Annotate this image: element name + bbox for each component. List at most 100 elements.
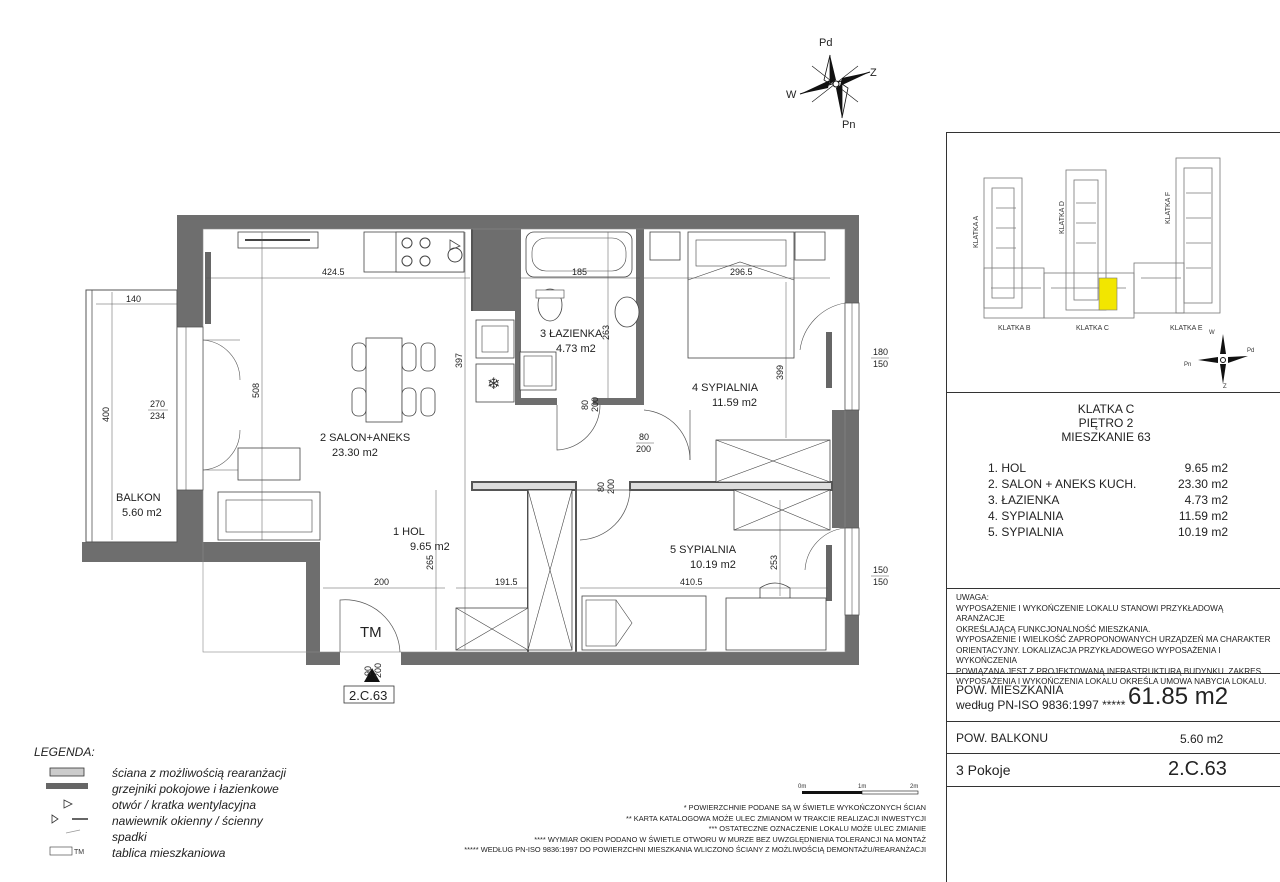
dim-bed5-width: 410.5 (680, 577, 703, 587)
compass-e-label: Z (870, 67, 877, 79)
footnote: **** WYMIAR OKIEN PODANO W ŚWIETLE OTWOR… (534, 834, 926, 844)
dim-window-234: 234 (150, 411, 165, 421)
site-label-d: KLATKA D (1059, 201, 1066, 234)
compass-s-label: Pn (842, 119, 855, 131)
mini-compass-icon (1198, 334, 1248, 384)
door-dim-200c: 200 (606, 479, 616, 494)
room-area: 10.19 m2 (1177, 525, 1228, 539)
room-name: 1. HOL (988, 461, 1027, 475)
door-dim-80c: 80 (596, 482, 606, 492)
notes-line: OKREŚLAJĄCĄ FUNKCJONALNOŚĆ MIESZKANIA. (956, 624, 1151, 634)
footnote: * POWIERZCHNIE PODANE SĄ W ŚWIETLE WYKOŃ… (683, 803, 926, 812)
area-label-line-1: POW. MIESZKANIA (956, 683, 1064, 697)
room-area-salon: 23.30 m2 (332, 447, 378, 459)
door-dim-200a: 200 (590, 397, 600, 412)
door-dim-200b: 200 (636, 444, 651, 454)
legend-item: grzejniki pokojowe i łazienkowe (112, 782, 279, 796)
footnote: *** OSTATECZNE OZNACZENIE LOKALU MOŻE UL… (708, 824, 926, 833)
footnote: ** KARTA KATALOGOWA MOŻE ULEC ZMIANOM W … (625, 813, 926, 823)
dim-kitchen-depth: 397 (454, 353, 464, 368)
room-area-lazienka: 4.73 m2 (556, 343, 596, 355)
room-name: 3. ŁAZIENKA (988, 493, 1060, 507)
notes-block: UWAGA: WYPOSAŻENIE I WYKOŃCZENIE LOKALU … (956, 593, 1272, 688)
site-label-b: KLATKA B (998, 325, 1031, 332)
site-plan-map: KLATKA A KLATKA B KLATKA C KLATKA D KLAT… (973, 157, 1254, 388)
notes-line: WYPOSAŻENIE I WYKOŃCZENIE LOKALU STANOWI… (956, 603, 1224, 624)
legend-slope-icon (65, 829, 81, 834)
notes-title: UWAGA: (956, 593, 989, 602)
room-label-sypialnia-4: 4 SYPIALNIA (692, 382, 759, 394)
room-label-sypialnia-5: 5 SYPIALNIA (670, 544, 737, 556)
door-dim-80a: 80 (580, 400, 590, 410)
legend-item: nawiewnik okienny / ścienny (112, 814, 263, 828)
mini-compass-z: Z (1223, 384, 1227, 388)
door-dim-200d: 200 (373, 663, 383, 678)
unit-summary: KLATKA C PIĘTRO 2 MIESZKANIE 63 (946, 402, 1266, 444)
footnotes: * POWIERZCHNIE PODANE SĄ W ŚWIETLE WYKOŃ… (420, 803, 926, 856)
site-label-a: KLATKA A (973, 216, 980, 248)
footnote: ***** WEDŁUG PN-ISO 9836:1997 DO POWIERZ… (464, 845, 926, 854)
balcony-area-value: 5.60 m2 (1180, 732, 1224, 746)
room-row: 2. SALON + ANEKS KUCH.23.30 m2 (988, 476, 1228, 492)
area-label-line-2: według PN-ISO 9836:1997 ***** (956, 698, 1126, 712)
site-label-e: KLATKA E (1170, 325, 1203, 332)
mini-compass-w: W (1209, 330, 1215, 336)
scale-label-2: 2m (910, 784, 918, 790)
compass-w-label: W (786, 89, 797, 101)
unit-tag: 2.C.63 (349, 688, 387, 703)
dim-bed4-length: 399 (775, 365, 785, 380)
room-label-balkon: BALKON (116, 492, 161, 504)
door-dim-90: 90 (363, 666, 373, 676)
site-label-c: KLATKA C (1076, 325, 1109, 332)
room-area-balkon: 5.60 m2 (122, 507, 162, 519)
tm-label: TM (360, 624, 382, 641)
floor-plan: Pd Z Pn W (82, 37, 889, 704)
room-name: 5. SYPIALNIA (988, 525, 1064, 539)
dim-window-150b: 150 (873, 565, 888, 575)
legend-title: LEGENDA: (34, 745, 95, 759)
balcony-area-label: POW. BALKONU (956, 731, 1049, 745)
room-area-hol: 9.65 m2 (410, 541, 450, 553)
scale-label-0: 0m (798, 784, 806, 790)
room-area: 11.59 m2 (1178, 509, 1228, 523)
room-name: 4. SYPIALNIA (988, 509, 1064, 523)
room-area: 23.30 m2 (1177, 477, 1228, 491)
room-label-hol: 1 HOL (393, 526, 425, 538)
dim-living-width: 424.5 (322, 267, 345, 277)
room-row: 4. SYPIALNIA 11.59 m2 (988, 508, 1228, 524)
sidebar-border (946, 132, 947, 882)
legend-item: tablica mieszkaniowa (112, 846, 226, 860)
compass-n-label: Pd (819, 37, 832, 49)
site-label-f: KLATKA F (1165, 192, 1172, 224)
room-area-sypialnia-5: 10.19 m2 (690, 559, 736, 571)
legend-vent-icon (63, 799, 73, 809)
dim-living-length: 508 (251, 383, 261, 398)
legend-air-inlet-icon (51, 814, 59, 824)
dim-window-150c: 150 (873, 577, 888, 587)
dim-bath-length: 263 (601, 325, 611, 340)
dim-hall-200: 200 (374, 577, 389, 587)
legend-tm-text: TM (74, 849, 84, 856)
room-label-lazienka: 3 ŁAZIENKA (540, 328, 603, 340)
legend-items: ściana z możliwością rearanżacji grzejni… (112, 765, 286, 861)
room-row: 5. SYPIALNIA 10.19 m2 (988, 524, 1228, 540)
door-dim-80b: 80 (639, 432, 649, 442)
dim-hall-1915: 191.5 (495, 577, 518, 587)
highlighted-unit (1098, 277, 1118, 311)
mini-compass-pn: Pn (1184, 362, 1191, 368)
legend-item: ściana z możliwością rearanżacji (112, 766, 287, 780)
total-area-value: 61.85 m2 (1128, 683, 1229, 710)
legend-symbols: TM (46, 767, 88, 856)
svg-text:❄: ❄ (487, 376, 500, 393)
legend-tm-icon (49, 846, 73, 856)
dim-balcony-length: 400 (101, 407, 111, 422)
legend-radiator-icon (46, 783, 88, 789)
notes-line: POWIĄZANA JEST Z PROJEKTOWANĄ INFRASTRUK… (956, 666, 1262, 676)
rooms-count: 3 Pokoje (956, 762, 1011, 778)
summary-title-line-3: MIESZKANIE 63 (1061, 430, 1151, 444)
dim-window-270: 270 (150, 399, 165, 409)
legend-item: spadki (112, 830, 147, 844)
notes-line: ORIENTACYJNY. LOKALIZACJA PRZYKŁADOWEGO … (956, 645, 1221, 666)
notes-line: WYPOSAŻENIE I WIELKOŚĆ ZAPROPONOWANYCH U… (956, 635, 1271, 644)
